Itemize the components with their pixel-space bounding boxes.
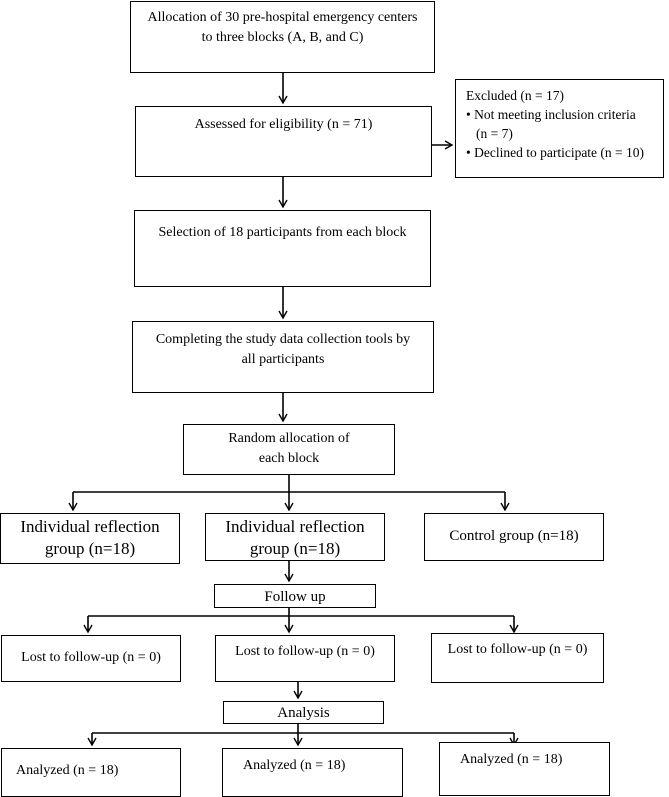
analyzed-3-text: Analyzed (n = 18)	[460, 752, 563, 767]
followup-box: Follow up	[214, 584, 376, 608]
followup-text: Follow up	[264, 589, 326, 605]
selection-text: Selection of 18 participants from each b…	[158, 225, 407, 240]
group-box-3: Control group (n=18)	[424, 513, 604, 561]
excluded-item-2: Declined to participate (n = 10)	[466, 143, 663, 162]
lost-box-1: Lost to follow-up (n = 0)	[1, 635, 181, 682]
group-1-text: Individual reflection group (n=18)	[20, 517, 160, 558]
excluded-item-1: Not meeting inclusion criteria	[466, 105, 663, 124]
selection-box: Selection of 18 participants from each b…	[134, 210, 431, 287]
completing-text: Completing the study data collection too…	[155, 332, 411, 367]
lost-3-text: Lost to follow-up (n = 0)	[447, 642, 588, 657]
allocation-text: Allocation of 30 pre-hospital emergency …	[147, 10, 418, 45]
group-2-text: Individual reflection group (n=18)	[225, 517, 365, 558]
excluded-title: Excluded (n = 17)	[466, 88, 564, 103]
completing-box: Completing the study data collection too…	[132, 321, 434, 393]
allocation-box: Allocation of 30 pre-hospital emergency …	[130, 1, 435, 73]
random-allocation-box: Random allocation of each block	[183, 424, 395, 475]
analyzed-2-text: Analyzed (n = 18)	[243, 758, 346, 773]
lost-box-3: Lost to follow-up (n = 0)	[431, 633, 604, 683]
analysis-box: Analysis	[223, 701, 384, 724]
lost-1-text: Lost to follow-up (n = 0)	[21, 650, 161, 665]
eligibility-text: Assessed for eligibility (n = 71)	[194, 117, 373, 132]
analyzed-box-1: Analyzed (n = 18)	[1, 748, 181, 797]
group-box-2: Individual reflection group (n=18)	[205, 513, 385, 561]
lost-2-text: Lost to follow-up (n = 0)	[235, 644, 375, 659]
group-box-1: Individual reflection group (n=18)	[0, 513, 180, 564]
lost-box-2: Lost to follow-up (n = 0)	[215, 635, 395, 682]
analyzed-1-text: Analyzed (n = 18)	[16, 763, 119, 778]
excluded-box: Excluded (n = 17) Not meeting inclusion …	[455, 79, 664, 178]
random-allocation-text: Random allocation of each block	[228, 431, 350, 466]
analyzed-box-2: Analyzed (n = 18)	[222, 748, 403, 797]
analyzed-box-3: Analyzed (n = 18)	[439, 742, 610, 796]
analysis-text: Analysis	[277, 705, 330, 721]
group-3-text: Control group (n=18)	[449, 528, 579, 544]
excluded-item-1-count: (n = 7)	[476, 126, 513, 141]
eligibility-box: Assessed for eligibility (n = 71)	[135, 106, 432, 177]
